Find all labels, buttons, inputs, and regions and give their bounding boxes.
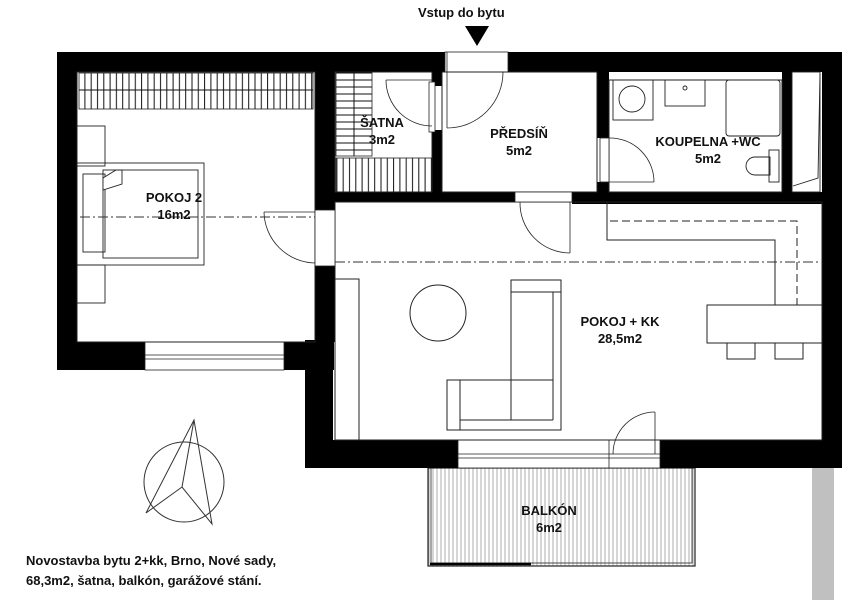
room-outlines	[76, 71, 823, 441]
room-name: POKOJ + KK	[580, 314, 660, 329]
walls	[57, 52, 842, 468]
room-label-satna: ŠATNA 3m2	[352, 114, 412, 148]
axis-lines	[80, 216, 820, 263]
neighbor-building	[812, 468, 834, 600]
tv-cabinet	[334, 278, 360, 441]
room-name: PŘEDSÍŇ	[490, 126, 548, 141]
wardrobe-satna	[335, 71, 433, 193]
room-label-balkon: BALKÓN 6m2	[506, 502, 592, 536]
window-balcony	[457, 439, 661, 469]
room-label-pokojkk: POKOJ + KK 28,5m2	[565, 313, 675, 347]
entrance-arrow-icon	[465, 26, 489, 46]
room-name: BALKÓN	[521, 503, 577, 518]
window-bedroom	[144, 341, 285, 371]
living-door	[514, 191, 573, 254]
room-area: 16m2	[157, 207, 191, 222]
room-name: ŠATNA	[360, 115, 404, 130]
room-area: 3m2	[368, 132, 396, 147]
wardrobe-bedroom	[78, 72, 314, 110]
room-area: 5m2	[505, 143, 533, 158]
room-label-pokoj2: POKOJ 2 16m2	[128, 189, 220, 223]
room-label-predsin: PŘEDSÍŇ 5m2	[474, 125, 564, 159]
bar-stool-2	[774, 342, 804, 360]
shaft	[791, 71, 821, 193]
caption-line-2: 68,3m2, šatna, balkón, garážové stání.	[26, 573, 262, 588]
caption-line-1: Novostavba bytu 2+kk, Brno, Nové sady,	[26, 553, 277, 568]
toilet	[745, 156, 771, 176]
shower	[725, 79, 781, 137]
satna-door	[385, 79, 436, 133]
living-furniture	[334, 278, 562, 441]
bedroom-door	[263, 209, 336, 267]
bathroom-fixtures	[612, 79, 781, 183]
bar-counter	[706, 304, 823, 344]
north-arrow-compass-icon	[143, 418, 225, 526]
washing-machine	[612, 79, 654, 121]
bed	[76, 125, 205, 304]
bar-stool-1	[726, 342, 756, 360]
room-area: 6m2	[535, 520, 563, 535]
bathroom-door	[599, 137, 655, 183]
room-name: KOUPELNA +WC	[655, 134, 761, 149]
entrance-label: Vstup do bytu	[418, 5, 505, 20]
room-label-koupelna: KOUPELNA +WC 5m2	[638, 133, 778, 167]
balcony-door	[612, 411, 656, 455]
room-area: 28,5m2	[597, 331, 643, 346]
room-area: 5m2	[694, 151, 722, 166]
sink	[664, 79, 706, 107]
entrance-door	[444, 51, 509, 129]
coffee-table	[409, 284, 467, 342]
room-name: POKOJ 2	[145, 190, 203, 205]
kitchen-counter	[606, 202, 823, 360]
listing-caption: Novostavba bytu 2+kk, Brno, Nové sady, 6…	[26, 551, 276, 591]
